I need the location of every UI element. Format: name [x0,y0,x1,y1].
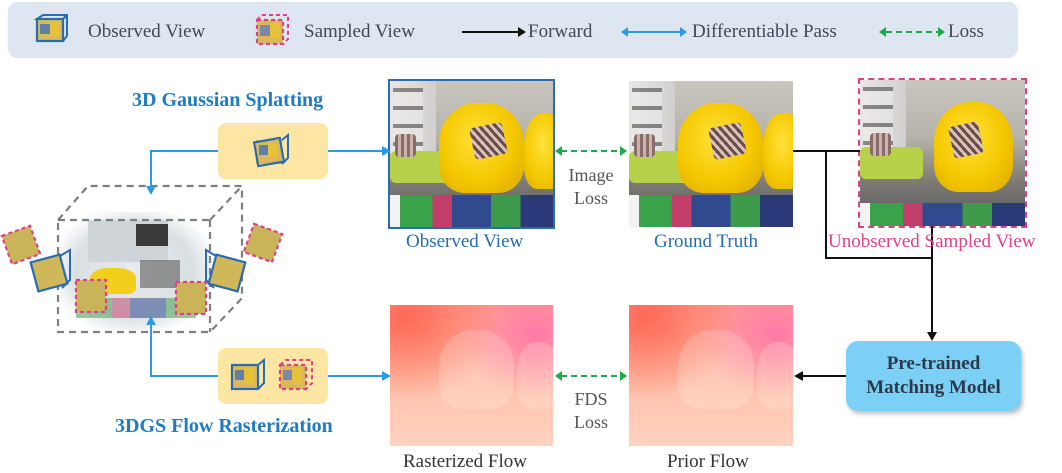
image-loss-line-1: Image [568,165,614,185]
fds-loss-line-2: Loss [573,411,608,432]
loss-arrow-icon [879,27,945,37]
observed-camera-icon [230,357,265,391]
ground-truth-image [629,81,793,227]
prior-flow-image [629,305,793,446]
caption-ground-truth: Ground Truth [654,231,758,252]
unobserved-sampled-view-image [858,78,1027,228]
sampled-camera-icon [174,280,208,316]
caption-prior-flow: Prior Flow [667,451,749,472]
legend-sampled-label: Sampled View [304,21,415,42]
observed-camera-icon [29,248,71,293]
sampled-camera-icon [254,14,290,48]
combined-camera-box [218,348,328,404]
fds-loss-label: FDS Loss [562,388,620,433]
observed-camera-icon [205,248,247,293]
sampled-camera-icon [278,359,313,391]
gaussian-scene [58,212,210,330]
matching-model-line-2: Matching Model [866,376,1001,398]
caption-rasterized-flow: Rasterized Flow [403,451,528,472]
sampled-camera-icon [0,224,42,266]
observed-camera-icon [252,132,289,168]
caption-unobserved-sampled-view: Unobserved Sampled View [828,231,1036,252]
caption-observed-view: Observed View [406,231,524,252]
image-loss-line-2: Loss [573,187,608,208]
sampled-camera-icon [242,222,284,264]
image-loss-label: Image Loss [562,164,620,209]
title-gaussian-splatting: 3D Gaussian Splatting [132,89,324,111]
title-flow-rasterization: 3DGS Flow Rasterization [115,415,333,437]
matching-model-line-1: Pre-trained [886,353,981,374]
observed-camera-icon [34,14,68,46]
differentiable-arrow-icon [621,27,687,37]
pretrained-matching-model: Pre-trained Matching Model [846,341,1021,411]
fds-loss-line-1: FDS [574,389,608,409]
sampled-camera-icon [74,278,108,314]
forward-arrow-icon [462,27,526,37]
observed-view-image [388,79,555,229]
legend: Observed View Sampled View Forward Diffe… [8,2,1018,58]
rasterized-flow-image [390,305,553,446]
legend-diff-label: Differentiable Pass [692,21,837,42]
legend-loss-label: Loss [948,21,984,42]
legend-forward-label: Forward [528,21,593,42]
legend-observed-label: Observed View [88,21,206,42]
observed-camera-box [218,123,328,179]
